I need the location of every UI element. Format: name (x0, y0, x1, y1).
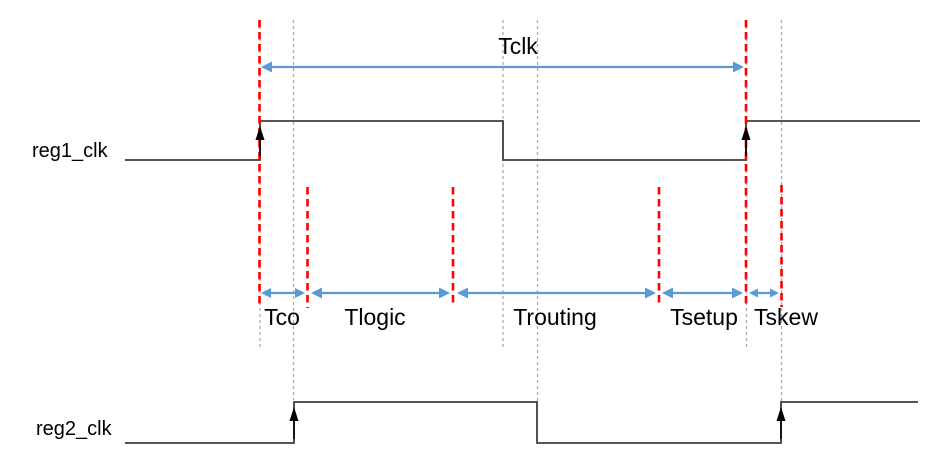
reg1-clk-waveform (125, 120, 920, 161)
label-tsetup: Tsetup (670, 304, 738, 330)
arrow-head-left (457, 287, 468, 299)
arrow-head-left (261, 288, 271, 298)
trouting-arrow (457, 287, 656, 299)
arrow-head-left (261, 61, 272, 73)
reg1-rise2-edge-arrow (741, 126, 751, 156)
tclk-arrow (261, 61, 744, 73)
arrow-head-left (749, 288, 758, 298)
label-tskew: Tskew (754, 304, 818, 330)
arrow-head-left (662, 287, 673, 299)
reg1-rise1-edge-arrow (255, 126, 265, 156)
arrow-head-right (295, 288, 305, 298)
reg2-clk-waveform (125, 401, 918, 444)
label-tco: Tco (264, 304, 300, 330)
tlogic-arrow (311, 287, 450, 299)
gray-guide-lines (259, 20, 783, 401)
arrow-head-left (311, 287, 322, 299)
red-dashed-lines (258, 20, 783, 308)
label-trouting: Trouting (513, 304, 597, 330)
signal-label-reg1-clk: reg1_clk (32, 140, 108, 162)
edge-arrow-head (776, 407, 786, 421)
reg2-rise1-edge-arrow (289, 407, 299, 439)
edge-arrow-head (289, 407, 299, 421)
arrow-head-right (732, 287, 743, 299)
label-tlogic: Tlogic (344, 304, 406, 330)
arrow-head-right (770, 288, 779, 298)
arrow-head-right (733, 61, 744, 73)
arrow-head-right (439, 287, 450, 299)
tco-arrow (261, 288, 305, 298)
arrow-head-right (645, 287, 656, 299)
signal-label-reg2-clk: reg2_clk (36, 418, 112, 440)
tskew-arrow (749, 288, 779, 298)
label-tclk: Tclk (498, 33, 538, 59)
edge-arrow-head (255, 126, 265, 140)
reg2-rise2-edge-arrow (776, 407, 786, 439)
tsetup-arrow (662, 287, 743, 299)
edge-arrow-head (741, 126, 751, 140)
